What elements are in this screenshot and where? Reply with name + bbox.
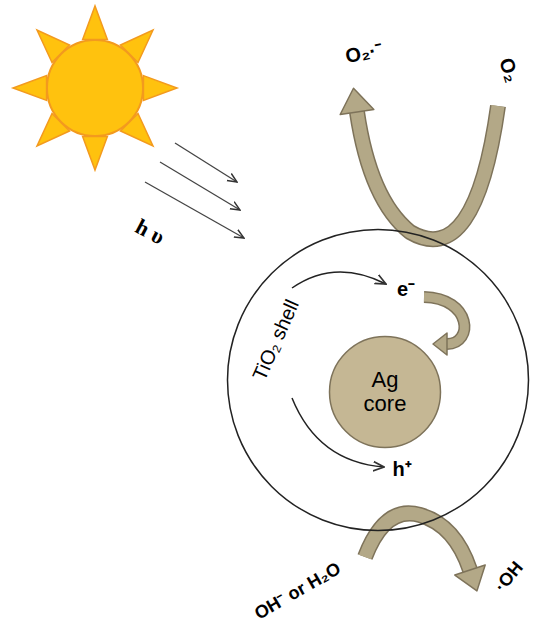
hydroxyl-arrow [365, 513, 470, 570]
oxygen-reduction-arrow-head [340, 88, 374, 114]
sun-disc [47, 40, 143, 136]
electron-label: e⁻ [397, 275, 415, 302]
light-energy-label: h υ [131, 214, 169, 251]
shell-label: TiO₂ shell [248, 296, 304, 384]
hole-label: h⁺ [392, 455, 411, 482]
hydroxyl-arrow-outline [365, 513, 470, 570]
sun-icon [13, 6, 177, 170]
shell-circle-shape [228, 230, 529, 531]
electron-arrow [292, 272, 386, 288]
core-circle-shape [330, 337, 441, 448]
core-label: Ag core [364, 368, 407, 416]
sun-ray [83, 6, 108, 40]
oxygen-label: O₂ [494, 55, 523, 85]
oxygen-reduction-arrow-outline [357, 106, 498, 239]
core-circle: Ag core [328, 335, 442, 449]
oxygen-reduction-arrow [357, 106, 498, 239]
hydroxyl-arrow-head [455, 565, 485, 591]
sun-ray [83, 136, 108, 170]
shell-circle: TiO₂ shell Ag core [226, 228, 530, 532]
electron-transfer-arrow-head [433, 333, 447, 355]
light-ray [160, 162, 240, 210]
reactant-label: OH⁻ or H₂O [249, 556, 344, 625]
superoxide-label: O₂·⁻ [343, 35, 386, 69]
sun-ray [13, 76, 47, 101]
sun-ray [143, 76, 177, 101]
hydroxyl-radical-label: ·OH [490, 558, 527, 597]
reaction-arrows [340, 88, 498, 591]
